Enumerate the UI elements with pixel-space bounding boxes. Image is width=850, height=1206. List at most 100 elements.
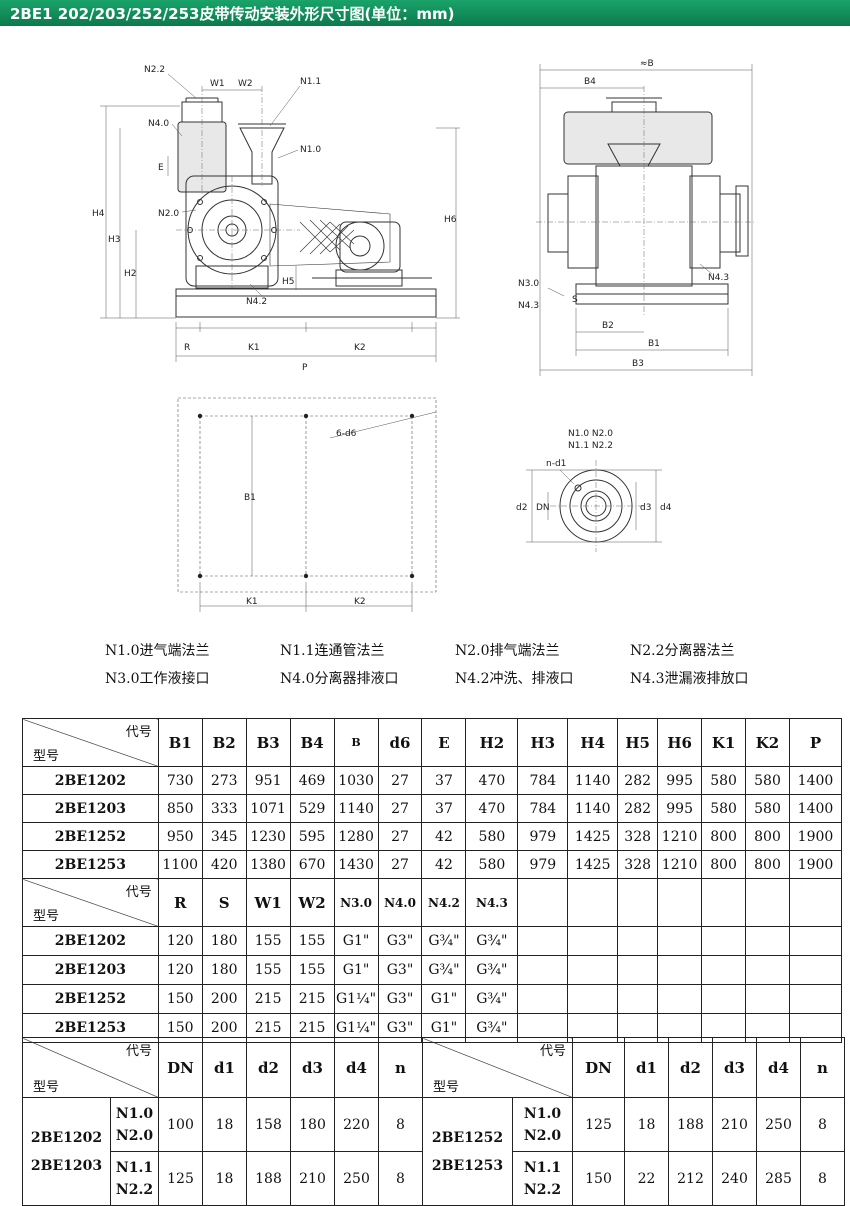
label-plan-k1: K1	[246, 597, 258, 607]
col-header: H3	[517, 718, 569, 767]
label-n42: N4.2	[246, 297, 267, 307]
value-cell: 580	[745, 794, 790, 823]
col-header: d1	[624, 1037, 669, 1098]
label-n43-left: N4.3	[518, 301, 539, 311]
value-cell: G3"	[377, 984, 423, 1014]
value-cell: 220	[334, 1097, 379, 1152]
empty-cell	[701, 984, 747, 1014]
value-cell: G¾"	[421, 955, 467, 985]
value-cell: 1900	[788, 822, 843, 851]
col-header: d1	[202, 1037, 247, 1098]
table-row: 2BE1202 120 180 155 155 G1" G3" G¾" G¾"	[22, 926, 843, 956]
port-name: N2.0	[523, 1127, 562, 1144]
diag-model-label: 型号	[33, 749, 60, 764]
value-cell: 1210	[657, 822, 703, 851]
model-cell: 2BE1252	[22, 984, 159, 1014]
value-cell: 1430	[333, 850, 379, 879]
value-cell: 155	[245, 926, 291, 956]
legend-row: N3.0工作液接口 N4.0分离器排液口 N4.2冲洗、排液口 N4.3泄漏液排…	[105, 664, 805, 692]
port-legend: N1.0进气端法兰 N1.1连通管法兰 N2.0排气端法兰 N2.2分离器法兰 …	[105, 636, 805, 692]
value-cell: 979	[517, 850, 569, 879]
col-header: d4	[334, 1037, 379, 1098]
value-cell: 1140	[567, 766, 619, 795]
label-h2: H2	[124, 269, 137, 279]
value-cell: 188	[246, 1151, 291, 1206]
label-b: ≈B	[640, 59, 654, 69]
value-cell: 1140	[333, 794, 379, 823]
value-cell: 328	[617, 822, 659, 851]
value-cell: 979	[517, 822, 569, 851]
value-cell: 215	[289, 984, 335, 1014]
label-d2: d2	[516, 503, 527, 513]
label-flange-n11-n22: N1.1 N2.2	[568, 441, 613, 451]
empty-cell	[517, 984, 569, 1014]
empty-cell	[657, 878, 703, 927]
label-n43-right: N4.3	[708, 273, 729, 283]
value-cell: 200	[201, 984, 247, 1014]
flange-view: N1.0 N2.0 N1.1 N2.2 n-d1 d2 DN d3 d4	[516, 429, 672, 552]
legend-item: N3.0工作液接口	[105, 671, 210, 687]
front-view: N2.2 W1 W2 N1.1 N4.0 N1.0 E N2.0 H4 H3 H…	[92, 65, 460, 373]
value-cell: 800	[701, 822, 747, 851]
value-cell: 470	[465, 766, 519, 795]
diag-code-label: 代号	[125, 1044, 152, 1059]
empty-cell	[788, 984, 843, 1014]
diag-model-label: 型号	[33, 909, 60, 924]
value-cell: 595	[289, 822, 335, 851]
port-name: N1.1	[115, 1159, 154, 1176]
table-row: 2BE1203 850 333 1071 529 1140 27 37 470 …	[22, 794, 843, 823]
empty-cell	[701, 878, 747, 927]
value-cell: 22	[624, 1151, 669, 1206]
empty-cell	[617, 955, 659, 985]
label-w1: W1	[210, 79, 225, 89]
value-cell: 273	[201, 766, 247, 795]
diag-code-label: 代号	[125, 885, 152, 900]
port-name: N2.2	[115, 1181, 154, 1198]
legend-item: N4.3泄漏液排放口	[630, 671, 749, 687]
value-cell: G1¼"	[333, 984, 379, 1014]
value-cell: 285	[756, 1151, 801, 1206]
value-cell: 1425	[567, 850, 619, 879]
value-cell: G¾"	[421, 926, 467, 956]
value-cell: 210	[290, 1151, 335, 1206]
label-s: S	[572, 295, 578, 305]
col-header: DN	[158, 1037, 203, 1098]
empty-cell	[788, 955, 843, 985]
port-name: N2.2	[523, 1181, 562, 1198]
col-header: n	[378, 1037, 423, 1098]
empty-cell	[567, 926, 619, 956]
title-bar: 2BE1 202/203/252/253皮带传动安装外形尺寸图(单位：mm)	[0, 0, 850, 26]
value-cell: 580	[465, 822, 519, 851]
col-header: N3.0	[333, 878, 379, 927]
value-cell: 100	[158, 1097, 203, 1152]
value-cell: 1400	[788, 766, 843, 795]
empty-cell	[745, 955, 790, 985]
value-cell: G1"	[421, 984, 467, 1014]
label-n40: N4.0	[148, 119, 169, 129]
label-h5: H5	[282, 277, 295, 287]
empty-cell	[657, 926, 703, 956]
value-cell: 27	[377, 822, 423, 851]
model-name: 2BE1253	[431, 1157, 504, 1174]
value-cell: 800	[701, 850, 747, 879]
value-cell: G3"	[377, 955, 423, 985]
value-cell: 580	[745, 766, 790, 795]
value-cell: G¾"	[465, 955, 519, 985]
table-row: 2BE1252 150 200 215 215 G1¼" G3" G1" G¾"	[22, 984, 843, 1014]
empty-cell	[517, 955, 569, 985]
diag-code-label: 代号	[125, 725, 152, 740]
model-cell: 2BE1203	[22, 955, 159, 985]
col-header: N4.3	[465, 878, 519, 927]
col-header: d2	[668, 1037, 713, 1098]
col-header: DN	[572, 1037, 625, 1098]
value-cell: 18	[202, 1097, 247, 1152]
model-group-cell: 2BE1202 2BE1203	[22, 1097, 111, 1206]
flange-table: 代号 型号 DN d1 d2 d3 d4 n 代号 型号 DN d1 d2 d3…	[22, 1037, 845, 1206]
col-header: B2	[201, 718, 247, 767]
col-header: R	[157, 878, 203, 927]
value-cell: 18	[202, 1151, 247, 1206]
value-cell: 188	[668, 1097, 713, 1152]
value-cell: 784	[517, 766, 569, 795]
legend-item: N4.2冲洗、排液口	[455, 671, 574, 687]
model-cell: 2BE1252	[22, 822, 159, 851]
